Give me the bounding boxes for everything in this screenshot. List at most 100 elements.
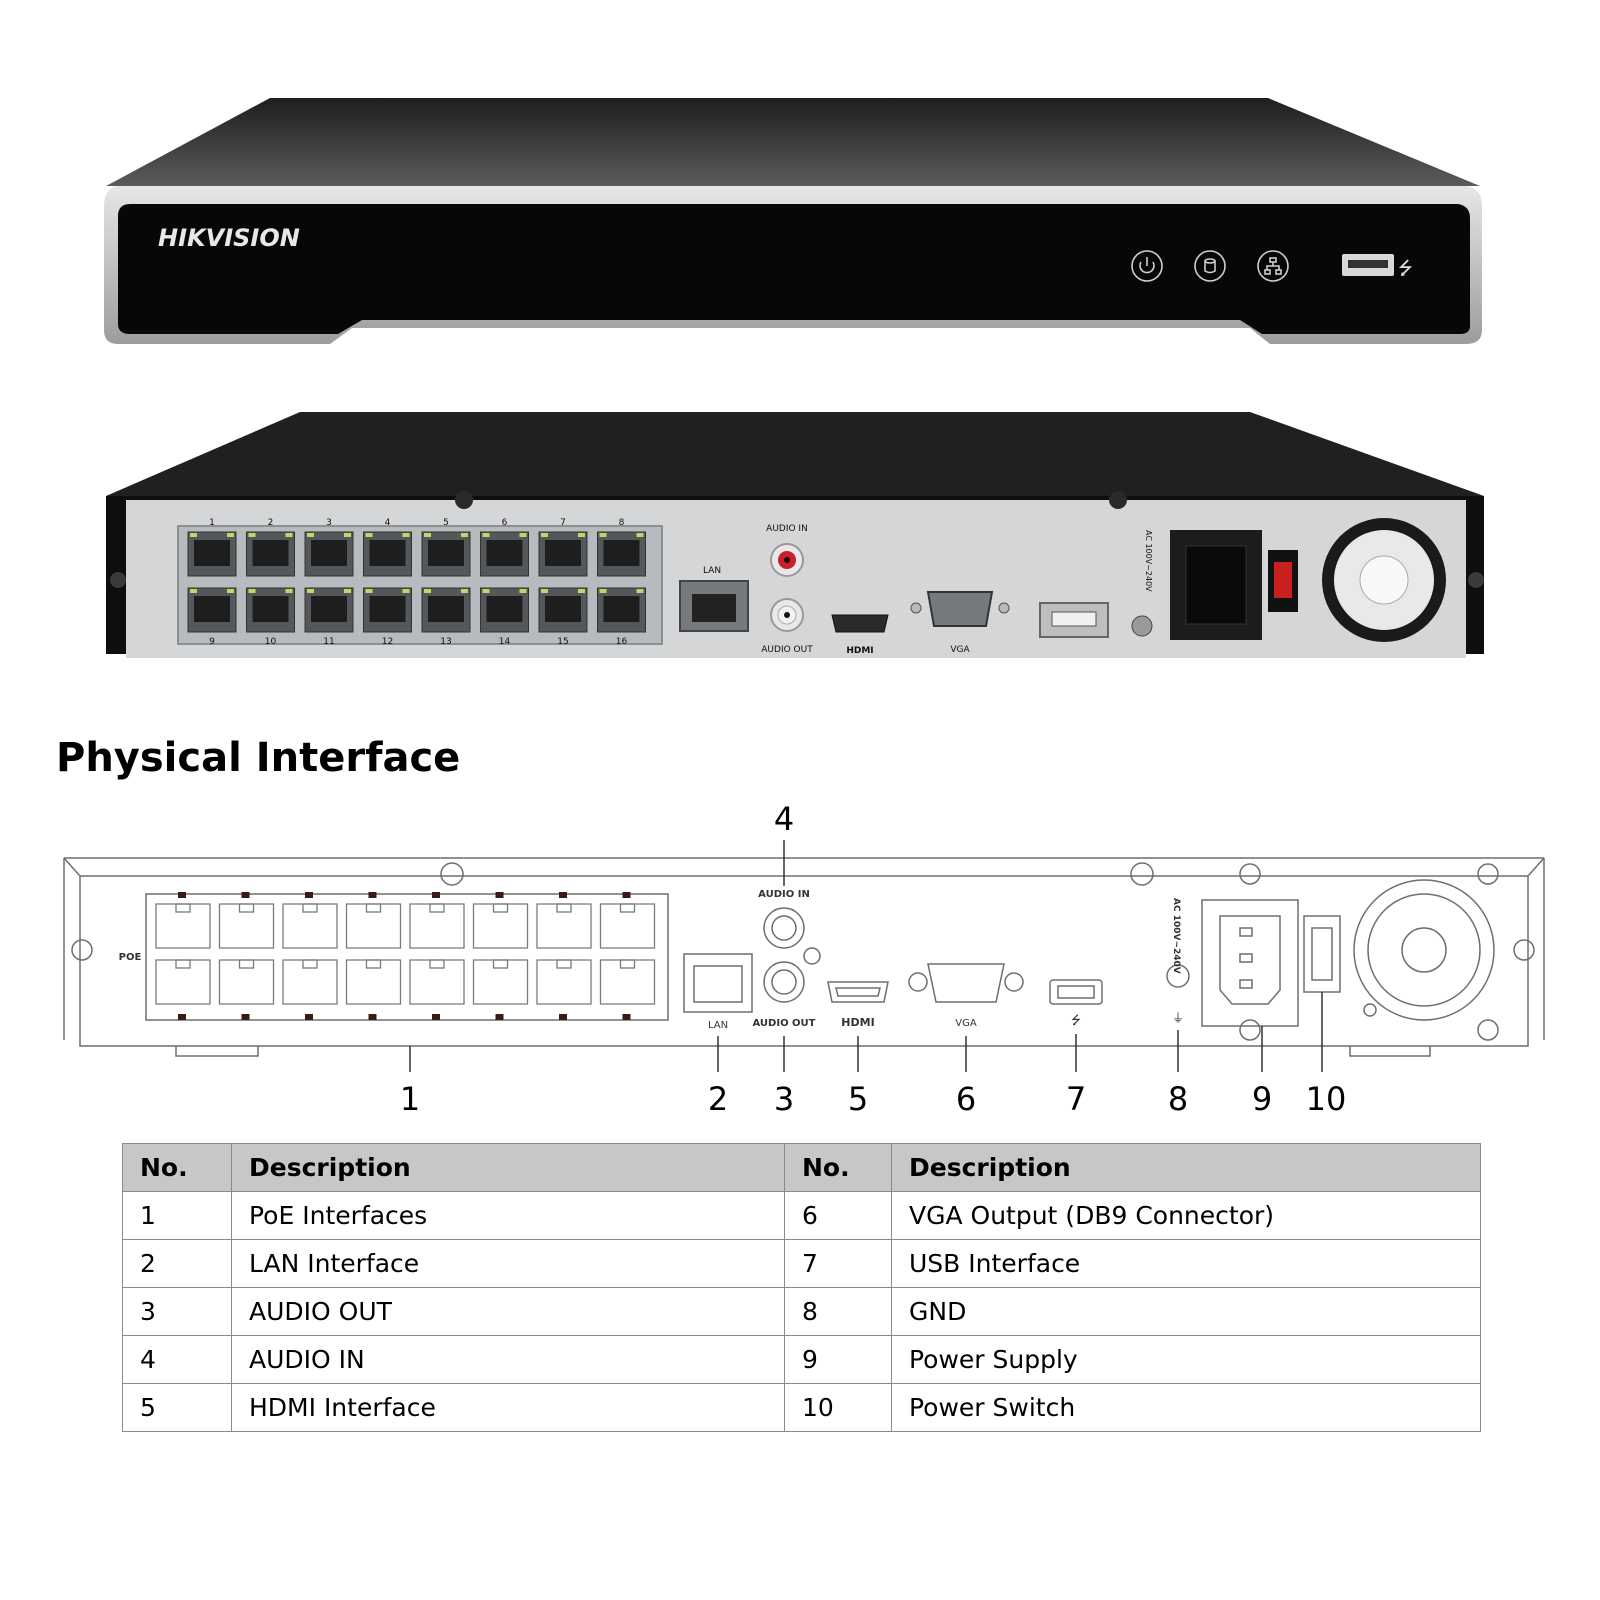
diagram-gnd-icon: ⏚: [1172, 1011, 1184, 1025]
row-no: 1: [122, 1191, 232, 1240]
poe-port-photo: [187, 531, 237, 577]
photo-lan-port: [679, 580, 749, 632]
photo-vga-port: [926, 591, 994, 627]
callout-4: 4: [774, 800, 794, 838]
poe-port-diagram: [282, 903, 338, 949]
poe-port-photo: [480, 531, 529, 577]
photo-hdmi-label: HDMI: [846, 646, 873, 656]
table-header-row: No. Description No. Description: [122, 1143, 1481, 1192]
poe-port-photo: [597, 531, 646, 577]
row-description: HDMI Interface: [231, 1383, 785, 1432]
poe-port-number: 16: [616, 637, 628, 647]
row-no: 6: [784, 1191, 892, 1240]
poe-port-diagram: [409, 903, 465, 949]
photo-vga-label: VGA: [950, 645, 970, 655]
poe-led-diagram: [495, 1014, 504, 1020]
section-title: Physical Interface: [56, 735, 461, 781]
diagram-hdmi-label: HDMI: [841, 1016, 874, 1029]
photo-hdmi-port: [831, 614, 889, 633]
poe-port-photo: [187, 587, 237, 633]
usb-icon: ⭍: [1398, 258, 1413, 279]
callout-1: 1: [400, 1080, 420, 1118]
poe-led-diagram: [559, 892, 567, 898]
poe-port-photo: [421, 531, 471, 577]
poe-port-number: 3: [326, 518, 332, 528]
poe-port-number: 1: [209, 518, 215, 528]
poe-port-photo: [304, 531, 354, 577]
callout-5: 5: [848, 1080, 868, 1118]
poe-led-diagram: [368, 892, 377, 898]
photo-audio-out-label: AUDIO OUT: [761, 645, 813, 655]
row-description: PoE Interfaces: [231, 1191, 785, 1240]
hdd-indicator-icon: [1194, 250, 1226, 282]
power-indicator-icon: [1131, 250, 1163, 282]
poe-port-diagram: [155, 903, 211, 949]
poe-port-photo: [363, 531, 412, 577]
callout-9: 9: [1252, 1080, 1272, 1118]
poe-port-number: 6: [502, 518, 508, 528]
row-description: VGA Output (DB9 Connector): [891, 1191, 1481, 1240]
poe-port-photo: [597, 587, 646, 633]
poe-port-number: 10: [265, 637, 277, 647]
callout-10: 10: [1306, 1080, 1347, 1118]
poe-led-diagram: [432, 892, 440, 898]
row-description: Power Supply: [891, 1335, 1481, 1384]
callout-8: 8: [1168, 1080, 1188, 1118]
poe-led-diagram: [495, 892, 504, 898]
front-panel-image: HIKVISION ⭍: [104, 98, 1482, 344]
photo-gnd-screw: [1131, 615, 1153, 637]
poe-led-diagram: [178, 892, 186, 898]
row-no: 9: [784, 1335, 892, 1384]
poe-port-photo: [246, 531, 295, 577]
poe-port-number: 7: [560, 518, 566, 528]
poe-led-diagram: [178, 1014, 186, 1020]
callout-3: 3: [774, 1080, 794, 1118]
diagram-power-rating: AC 100V~240V: [1171, 898, 1181, 974]
poe-port-diagram: [155, 959, 211, 1005]
poe-led-diagram: [368, 1014, 377, 1020]
poe-ports-photo: [187, 531, 646, 633]
table-row: 1 PoE Interfaces 6 VGA Output (DB9 Conne…: [122, 1191, 1481, 1240]
poe-port-photo: [421, 587, 471, 633]
header-no-left: No.: [122, 1143, 232, 1192]
diagram-audio-in-label: AUDIO IN: [758, 889, 810, 900]
row-no: 4: [122, 1335, 232, 1384]
poe-led-diagram: [305, 1014, 313, 1020]
poe-port-photo: [304, 587, 354, 633]
poe-led-diagram: [622, 1014, 631, 1020]
poe-port-diagram: [472, 959, 529, 1005]
callout-7: 7: [1066, 1080, 1086, 1118]
poe-port-number: 8: [619, 518, 625, 528]
row-description: USB Interface: [891, 1239, 1481, 1288]
poe-port-number: 13: [440, 637, 451, 647]
poe-port-diagram: [599, 903, 656, 949]
row-description: AUDIO OUT: [231, 1287, 785, 1336]
network-indicator-icon: [1257, 250, 1289, 282]
photo-audio-in-label: AUDIO IN: [766, 524, 808, 534]
poe-led-diagram: [305, 892, 313, 898]
poe-port-diagram: [409, 959, 465, 1005]
header-description-left: Description: [231, 1143, 785, 1192]
poe-port-number: 9: [209, 637, 215, 647]
table-row: 4 AUDIO IN 9 Power Supply: [122, 1335, 1481, 1384]
poe-port-photo: [538, 587, 588, 633]
row-no: 5: [122, 1383, 232, 1432]
row-no: 7: [784, 1239, 892, 1288]
callout-2: 2: [708, 1080, 728, 1118]
poe-port-number: 4: [385, 518, 391, 528]
table-row: 2 LAN Interface 7 USB Interface: [122, 1239, 1481, 1288]
poe-port-photo: [246, 587, 295, 633]
poe-port-number: 5: [443, 518, 449, 528]
poe-led-diagram: [241, 1014, 250, 1020]
diagram-poe-label: POE: [119, 952, 142, 963]
row-description: GND: [891, 1287, 1481, 1336]
row-no: 3: [122, 1287, 232, 1336]
poe-port-diagram: [218, 903, 275, 949]
poe-port-number: 11: [323, 637, 334, 647]
row-description: AUDIO IN: [231, 1335, 785, 1384]
poe-port-photo: [363, 587, 412, 633]
poe-led-diagram: [559, 1014, 567, 1020]
poe-port-diagram: [282, 959, 338, 1005]
diagram-audio-out-label: AUDIO OUT: [753, 1018, 816, 1029]
